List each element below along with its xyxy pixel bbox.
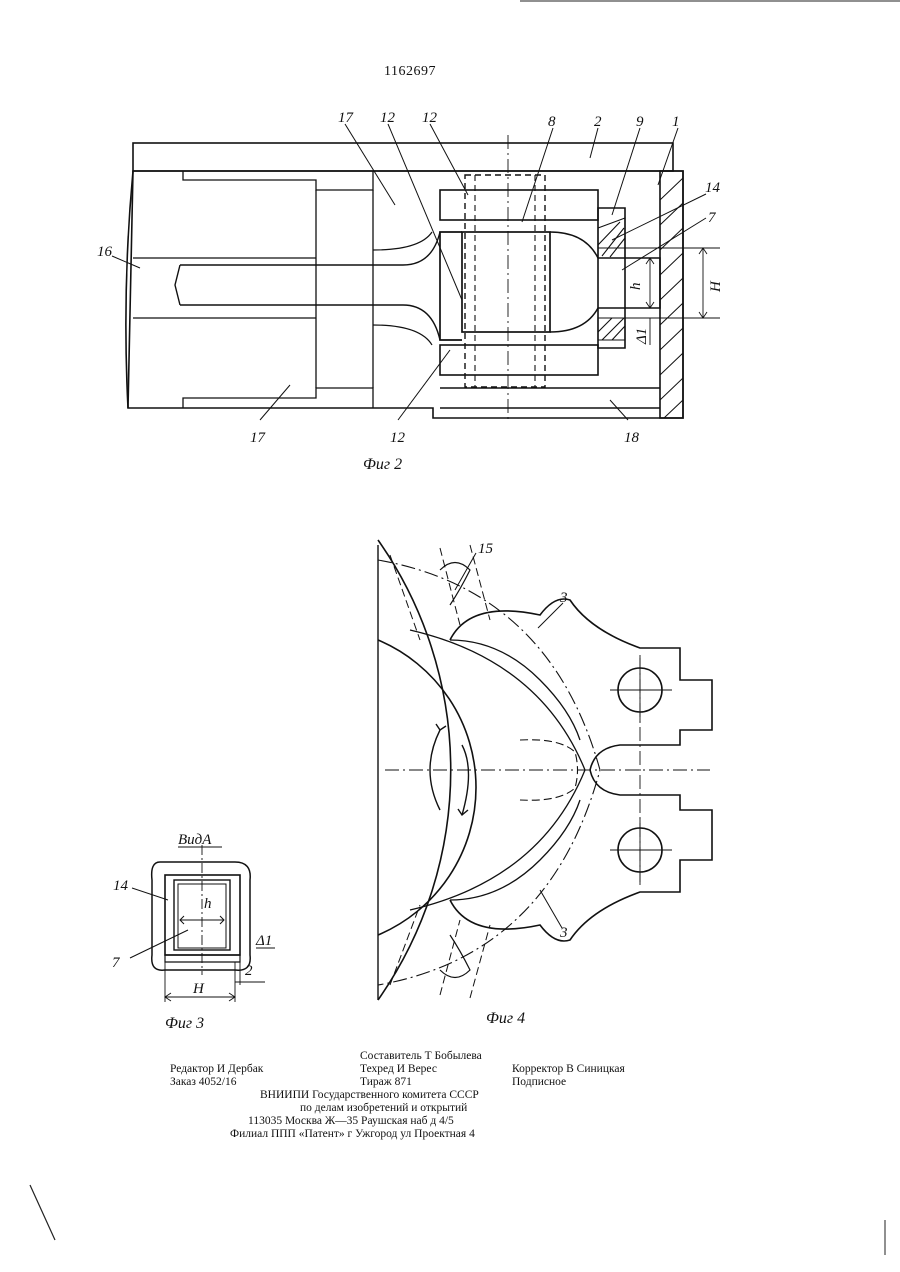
figure-4 — [378, 540, 712, 1000]
org-line-1: ВНИИПИ Государственного комитета СССР — [260, 1089, 479, 1102]
figure-4-labels: 15 3 3 Фиг 4 — [478, 541, 568, 1027]
figure-2-caption: Фиг 2 — [363, 456, 402, 473]
fig3-label-7: 7 — [112, 955, 121, 971]
branch: Филиал ППП «Патент» г Ужгород ул Проектн… — [230, 1128, 475, 1141]
circulation: Тираж 871 — [360, 1076, 412, 1089]
editor: Редактор И Дербак — [170, 1063, 263, 1076]
corrector: Корректор В Синицкая — [512, 1063, 625, 1076]
label-15: 15 — [478, 541, 494, 557]
org-line-2: по делам изобретений и открытий — [300, 1102, 467, 1115]
label-9: 9 — [636, 114, 644, 130]
view-title: ВидА — [178, 832, 212, 848]
techred: Техред И Верес — [360, 1063, 437, 1076]
figure-3 — [130, 845, 275, 1002]
figure-3-caption: Фиг 3 — [165, 1015, 204, 1032]
label-12-top-a: 12 — [380, 110, 396, 126]
figure-2 — [112, 124, 720, 420]
colophon: Составитель Т Бобылева Редактор И Дербак… — [160, 1050, 680, 1141]
fig3-label-2: 2 — [245, 963, 253, 979]
label-delta: Δ1 — [634, 328, 650, 345]
label-3-top: 3 — [559, 590, 568, 606]
label-12-bottom: 12 — [390, 430, 406, 446]
fig3-label-delta: Δ1 — [255, 933, 272, 949]
address: 113035 Москва Ж—35 Раушская наб д 4/5 — [248, 1115, 454, 1128]
label-3-bottom: 3 — [559, 925, 568, 941]
compiler: Составитель Т Бобылева — [360, 1050, 482, 1063]
fig3-label-H: H — [192, 981, 205, 997]
subscription: Подписное — [512, 1076, 566, 1089]
label-16: 16 — [97, 244, 113, 260]
label-2: 2 — [594, 114, 602, 130]
label-8: 8 — [548, 114, 556, 130]
label-7: 7 — [708, 210, 717, 226]
top-plate — [133, 143, 673, 171]
label-12-top-b: 12 — [422, 110, 438, 126]
label-H: H — [708, 280, 724, 293]
label-17-top: 17 — [338, 110, 355, 126]
fig3-label-14: 14 — [113, 878, 129, 894]
label-18: 18 — [624, 430, 640, 446]
fig3-label-h: h — [204, 896, 212, 912]
label-1: 1 — [672, 114, 680, 130]
figure-4-caption: Фиг 4 — [486, 1010, 525, 1027]
order: Заказ 4052/16 — [170, 1076, 237, 1089]
label-17-bottom: 17 — [250, 430, 267, 446]
label-14: 14 — [705, 180, 721, 196]
label-h: h — [628, 283, 644, 291]
